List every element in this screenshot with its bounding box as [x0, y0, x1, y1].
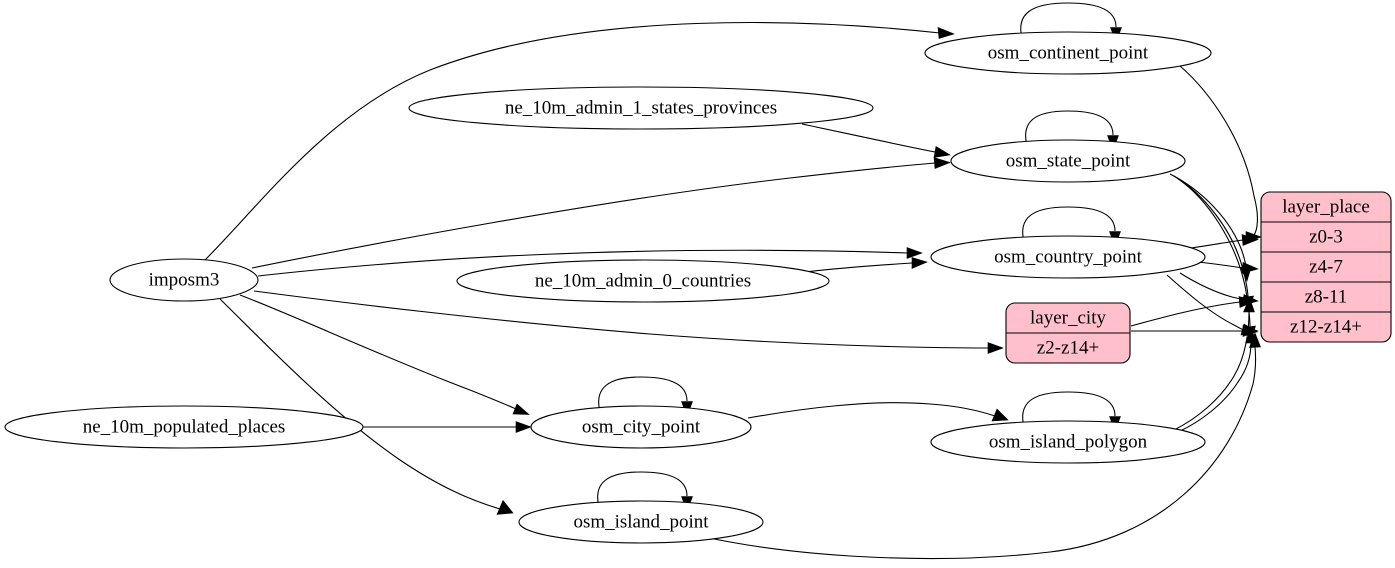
- node-label-osm_city_point: osm_city_point: [582, 416, 701, 437]
- edge-osm_country_point-to-layer_place-z4-7: [1197, 261, 1259, 274]
- edge-imposm3-to-osm_island_point: [219, 298, 514, 515]
- edge-osm_island_polygon-to-layer_place-z8-11: [1173, 297, 1255, 431]
- record-row-layer_city-0[interactable]: z2-z14+: [1037, 337, 1099, 358]
- node-osm_country_point[interactable]: osm_country_point: [930, 235, 1206, 279]
- node-osm_city_point[interactable]: osm_city_point: [530, 405, 752, 449]
- edge-osm_continent_point-to-layer_place-z0-3: [1179, 65, 1262, 243]
- node-osm_island_polygon[interactable]: osm_island_polygon: [930, 420, 1206, 464]
- edge-ne_10m_populated_places-to-osm_city_point: [363, 421, 532, 433]
- node-label-osm_island_point: osm_island_point: [573, 511, 709, 532]
- record-header-layer_place: layer_place: [1282, 196, 1370, 217]
- record-row-layer_place-3[interactable]: z12-z14+: [1290, 316, 1362, 337]
- record-row-layer_place-0[interactable]: z0-3: [1309, 226, 1343, 247]
- edge-imposm3-to-osm_city_point: [239, 294, 530, 415]
- edge-osm_island_point-to-layer_place-z12-z14+: [699, 332, 1261, 560]
- node-layer: imposm3 ne_10m_admin_1_states_provinces …: [4, 31, 1392, 544]
- node-osm_continent_point[interactable]: osm_continent_point: [924, 31, 1212, 75]
- node-ne_10m_populated_places[interactable]: ne_10m_populated_places: [4, 405, 364, 449]
- node-imposm3[interactable]: imposm3: [109, 258, 259, 302]
- record-row-layer_place-2[interactable]: z8-11: [1305, 286, 1348, 307]
- node-label-osm_island_polygon: osm_island_polygon: [989, 431, 1148, 452]
- edge-layer_city-to-layer_place-z8-11: [1130, 296, 1256, 327]
- node-osm_island_point[interactable]: osm_island_point: [518, 500, 764, 544]
- edge-osm_city_point-to-osm_island_polygon: [747, 402, 1009, 422]
- record-node-layer_place[interactable]: layer_place z0-3 z4-7 z8-11 z12-z14+: [1260, 191, 1392, 343]
- edge-osm_country_point-to-layer_place-z0-3: [1190, 234, 1259, 249]
- node-label-imposm3: imposm3: [149, 269, 220, 290]
- node-osm_state_point[interactable]: osm_state_point: [950, 139, 1186, 183]
- edge-osm_island_polygon-to-layer_place-z12-z14+: [1177, 328, 1257, 433]
- node-label-ne_10m_populated_places: ne_10m_populated_places: [83, 416, 286, 437]
- edge-imposm3-to-osm_country_point: [257, 247, 923, 277]
- node-label-osm_state_point: osm_state_point: [1006, 150, 1131, 171]
- node-ne_10m_admin_0_countries[interactable]: ne_10m_admin_0_countries: [456, 259, 830, 303]
- edge-ne_10m_admin_1_states_provinces-to-osm_state_point: [801, 123, 951, 158]
- record-row-layer_place-1[interactable]: z4-7: [1309, 256, 1343, 277]
- edge-imposm3-to-osm_state_point: [251, 157, 951, 269]
- node-label-ne_10m_admin_0_countries: ne_10m_admin_0_countries: [535, 270, 751, 291]
- node-label-osm_continent_point: osm_continent_point: [988, 42, 1149, 63]
- record-header-layer_city: layer_city: [1030, 307, 1106, 328]
- edge-imposm3-to-layer_city: [253, 290, 1004, 354]
- node-label-osm_country_point: osm_country_point: [994, 246, 1142, 267]
- node-label-ne_10m_admin_1_states_provinces: ne_10m_admin_1_states_provinces: [505, 97, 777, 118]
- node-ne_10m_admin_1_states_provinces[interactable]: ne_10m_admin_1_states_provinces: [408, 86, 874, 130]
- edge-ne_10m_admin_0_countries-to-osm_country_point: [804, 257, 928, 273]
- record-node-layer_city[interactable]: layer_city z2-z14+: [1005, 302, 1131, 364]
- edge-imposm3-to-osm_continent_point: [204, 22, 955, 261]
